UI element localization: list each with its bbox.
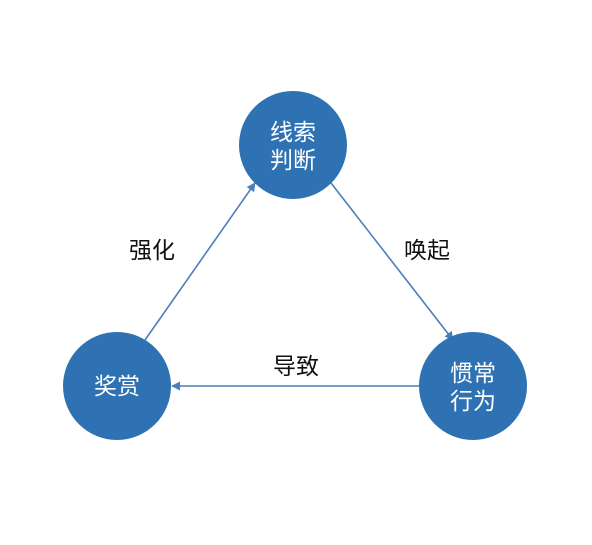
node-cue-circle	[239, 91, 347, 199]
node-routine-circle	[419, 332, 527, 440]
node-routine-label-line1: 惯常	[450, 361, 496, 387]
node-cue-label-line1: 线索	[270, 120, 316, 146]
edge-label-evoke: 唤起	[404, 238, 450, 264]
node-cue-label-line2: 判断	[270, 148, 316, 174]
arrow-reward-to-cue	[144, 182, 256, 341]
node-routine: 惯常 行为	[419, 332, 527, 440]
node-routine-label-line2: 行为	[450, 389, 496, 415]
node-reward: 奖赏	[63, 332, 171, 440]
node-reward-label: 奖赏	[94, 374, 140, 400]
edge-routine-to-reward: 导致	[171, 354, 419, 391]
edge-label-lead-to: 导致	[273, 354, 319, 380]
arrow-cue-to-routine	[330, 182, 454, 341]
edge-label-reinforce: 强化	[129, 238, 175, 264]
edge-cue-to-routine: 唤起	[330, 182, 454, 341]
edge-reward-to-cue: 强化	[129, 182, 256, 341]
node-reward-circle	[63, 332, 171, 440]
node-cue: 线索 判断	[239, 91, 347, 199]
